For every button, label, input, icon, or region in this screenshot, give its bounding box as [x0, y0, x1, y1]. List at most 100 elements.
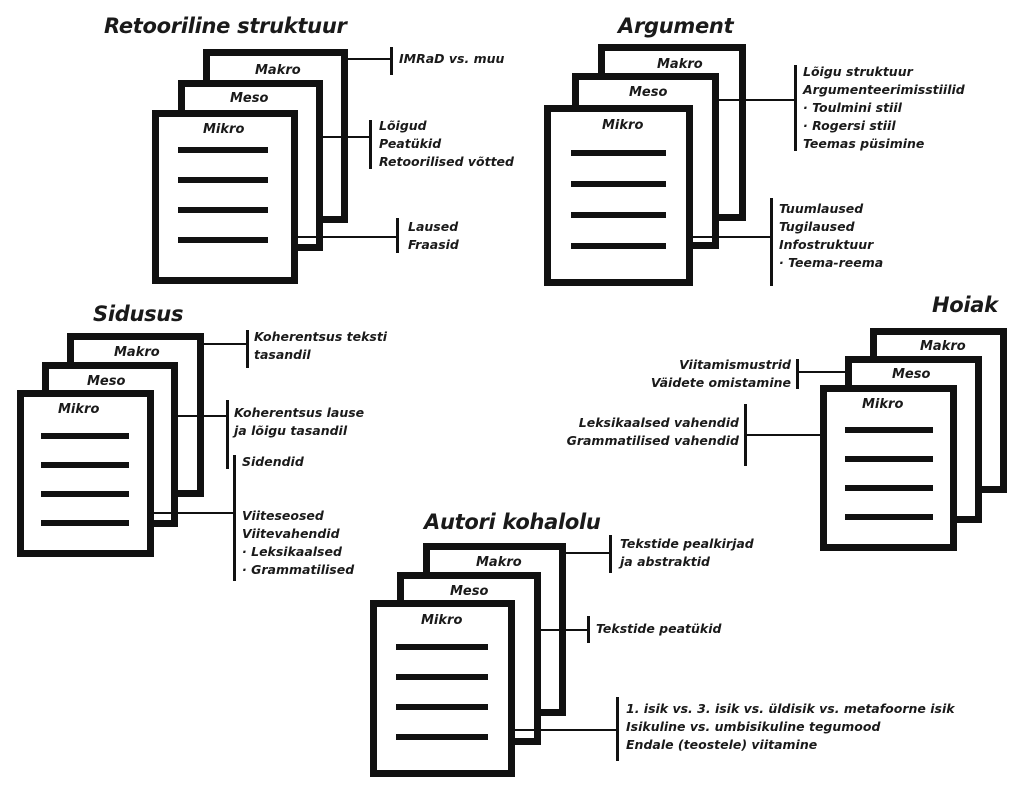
notes-makro: IMRaD vs. muu: [399, 50, 504, 68]
doc-label-meso: Meso: [892, 367, 931, 382]
doc-text-line: [845, 427, 933, 433]
note-item: 1. isik vs. 3. isik vs. üldisik vs. meta…: [626, 701, 955, 716]
doc-text-line: [178, 207, 268, 213]
doc-text-line: [178, 147, 268, 153]
doc-text-line: [571, 181, 666, 187]
doc-label-mikro: Mikro: [58, 402, 100, 417]
bracket-meso: [796, 359, 799, 389]
doc-label-makro: Makro: [657, 57, 703, 72]
doc-mikro: Mikro: [370, 600, 515, 777]
note-item: tasandil: [254, 347, 311, 362]
group-title: Sidusus: [93, 302, 184, 326]
note-item: Viitevahendid: [242, 526, 340, 541]
note-item: IMRaD vs. muu: [399, 51, 505, 66]
doc-text-line: [41, 520, 129, 526]
connector-mikro: [154, 512, 235, 514]
note-item: Isikuline vs. umbisikuline tegumood: [626, 719, 881, 734]
group-title: Hoiak: [932, 293, 998, 317]
doc-label-mikro: Mikro: [602, 118, 644, 133]
connector-makro: [203, 343, 248, 345]
bracket-makro: [246, 330, 249, 368]
doc-text-line: [396, 674, 488, 680]
notes-meso: Koherentsus lause ja lõigu tasandil: [234, 404, 364, 440]
doc-text-line: [396, 644, 488, 650]
note-item: ja lõigu tasandil: [234, 423, 348, 438]
notes-mikro: Leksikaalsed vahendid Grammatilised vahe…: [567, 414, 739, 450]
note-item: · Grammatilised: [242, 562, 355, 577]
doc-text-line: [41, 433, 129, 439]
note-item: · Teema-reema: [779, 255, 884, 270]
doc-text-line: [845, 514, 933, 520]
note-item: Endale (teostele) viitamine: [626, 737, 818, 752]
bracket-mikro: [616, 697, 619, 761]
notes-mikro: Sidendid Viiteseosed Viitevahendid · Lek…: [242, 453, 354, 579]
group-title: Argument: [618, 14, 734, 38]
note-item: Grammatilised vahendid: [566, 433, 739, 448]
note-item: Leksikaalsed vahendid: [578, 415, 739, 430]
connector-meso: [798, 371, 846, 373]
doc-label-meso: Meso: [629, 85, 668, 100]
note-item: Argumenteerimisstiilid: [803, 82, 965, 97]
doc-label-makro: Makro: [114, 345, 160, 360]
connector-makro: [565, 552, 611, 554]
note-item: ja abstraktid: [620, 554, 710, 569]
bracket-mikro: [744, 404, 747, 466]
doc-label-makro: Makro: [920, 339, 966, 354]
note-item: Laused: [408, 219, 459, 234]
note-item: Väidete omistamine: [650, 375, 791, 390]
doc-text-line: [41, 491, 129, 497]
connector-meso: [719, 99, 796, 101]
note-item: · Rogersi stiil: [803, 118, 896, 133]
doc-text-line: [845, 485, 933, 491]
note-item: Tugilaused: [779, 219, 855, 234]
bracket-meso: [587, 616, 590, 643]
note-item: [242, 471, 354, 489]
note-item: Tuumlaused: [779, 201, 864, 216]
notes-makro: Koherentsus teksti tasandil: [254, 328, 387, 364]
note-item: Koherentsus lause: [234, 405, 365, 420]
connector-makro: [346, 58, 392, 60]
doc-text-line: [571, 150, 666, 156]
note-item: Lõigud: [379, 118, 427, 133]
doc-mikro: Mikro: [17, 390, 154, 557]
bracket-meso: [794, 65, 797, 151]
connector-meso: [178, 415, 228, 417]
notes-meso: Lõigu struktuur Argumenteerimisstiilid ·…: [803, 63, 965, 153]
note-item: Viiteseosed: [242, 508, 324, 523]
doc-text-line: [178, 237, 268, 243]
doc-label-mikro: Mikro: [421, 613, 463, 628]
doc-label-meso: Meso: [450, 584, 489, 599]
doc-label-makro: Makro: [255, 63, 301, 78]
note-item: Fraasid: [408, 237, 459, 252]
note-item: Infostruktuur: [779, 237, 874, 252]
notes-meso: Viitamismustrid Väidete omistamine: [651, 356, 791, 392]
bracket-mikro: [396, 218, 399, 253]
bracket-makro: [390, 47, 393, 75]
connector-mikro: [296, 236, 398, 238]
doc-text-line: [396, 734, 488, 740]
note-item: Retoorilised võtted: [379, 154, 514, 169]
doc-label-mikro: Mikro: [862, 397, 904, 412]
notes-mikro: Laused Fraasid: [408, 218, 459, 254]
doc-mikro: Mikro: [544, 105, 693, 286]
connector-mikro: [746, 434, 821, 436]
doc-label-meso: Meso: [87, 374, 126, 389]
connector-meso: [540, 629, 589, 631]
notes-meso: Tekstide peatükid: [596, 620, 721, 638]
note-item: Tekstide pealkirjad: [620, 536, 754, 551]
note-item: Teemas püsimine: [803, 136, 925, 151]
notes-mikro: Tuumlaused Tugilaused Infostruktuur · Te…: [779, 200, 883, 272]
notes-meso: Lõigud Peatükid Retoorilised võtted: [379, 117, 514, 171]
doc-text-line: [396, 704, 488, 710]
doc-mikro: Mikro: [152, 110, 298, 284]
doc-mikro: Mikro: [820, 385, 957, 551]
note-item: [242, 489, 354, 507]
bracket-mikro: [233, 455, 236, 581]
note-item: · Toulmini stiil: [803, 100, 902, 115]
doc-label-meso: Meso: [230, 91, 269, 106]
bracket-meso: [226, 400, 229, 469]
doc-label-mikro: Mikro: [203, 122, 245, 137]
doc-text-line: [571, 243, 666, 249]
doc-text-line: [178, 177, 268, 183]
group-title: Retooriline struktuur: [104, 14, 347, 38]
